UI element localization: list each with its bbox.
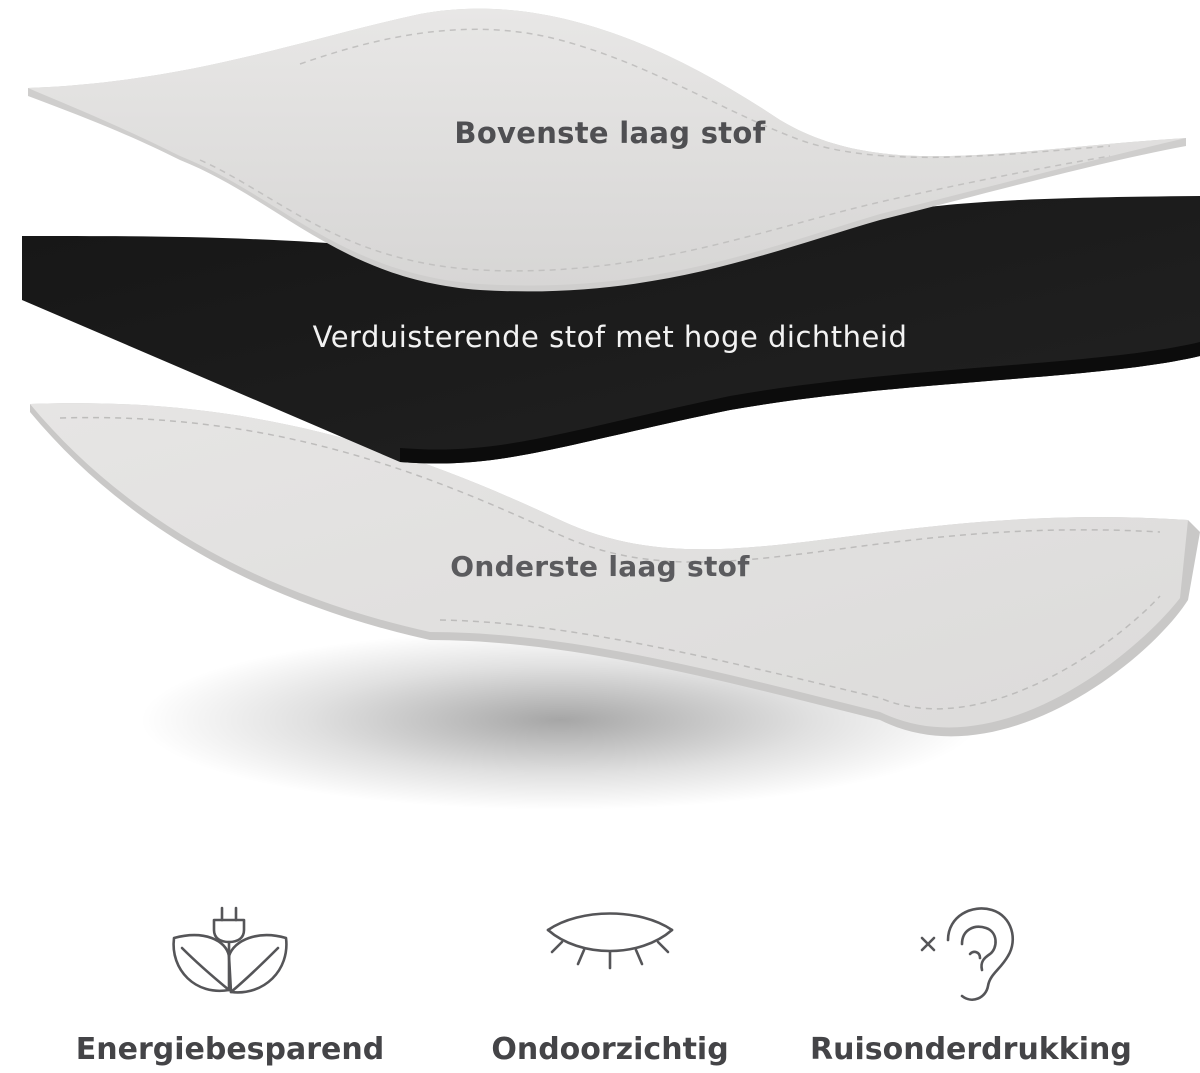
- feature-noise-reduction: Ruisonderdrukking: [810, 900, 1132, 1070]
- fabric-layers-graphic: [22, 8, 1200, 810]
- feature-opaque: Ondoorzichtig: [450, 900, 770, 1070]
- closed-eye-icon: [546, 912, 674, 970]
- feature-noise-label: Ruisonderdrukking: [810, 1032, 1132, 1067]
- feature-energy-saving: Energiebesparend: [70, 900, 390, 1070]
- feature-energy-label: Energiebesparend: [75, 1032, 385, 1067]
- ear-muted-icon: [920, 907, 1015, 1001]
- middle-layer-label: Verduisterende stof met hoge dichtheid: [312, 320, 908, 354]
- top-layer-label: Bovenste laag stof: [454, 116, 766, 150]
- middle-fabric-layer: [22, 196, 1200, 464]
- bottom-layer-label: Onderste laag stof: [450, 550, 750, 583]
- top-fabric-layer: [28, 8, 1186, 292]
- plug-leaves-icon: [172, 906, 288, 994]
- feature-opaque-label: Ondoorzichtig: [491, 1032, 729, 1067]
- bottom-fabric-layer: [30, 403, 1200, 737]
